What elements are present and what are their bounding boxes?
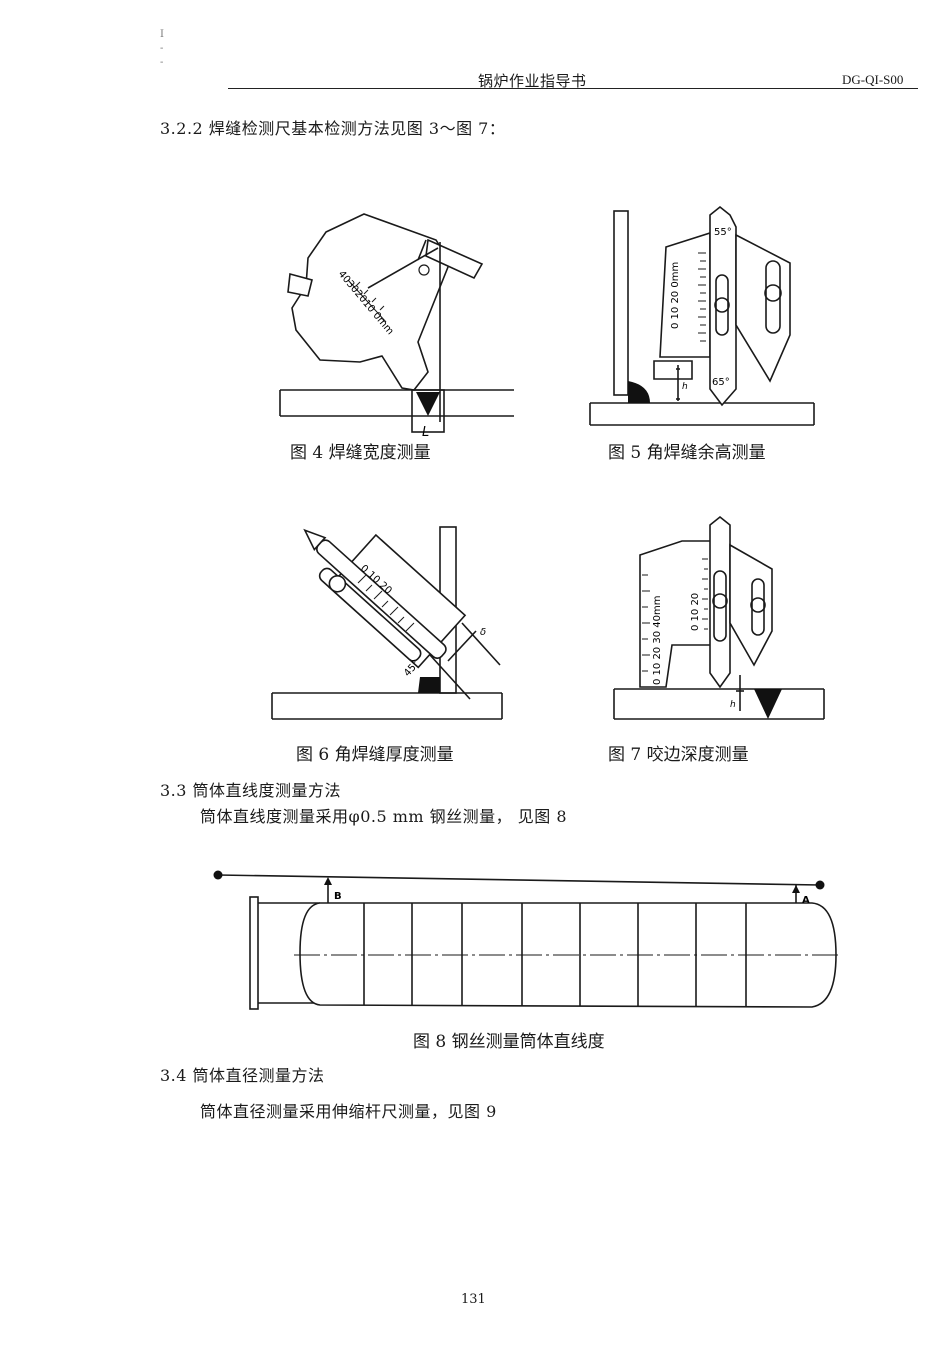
- section-3-2-2-text: 3.2.2 焊缝检测尺基本检测方法见图 3～图 7：: [160, 119, 506, 138]
- figure-8-label-B: B: [334, 891, 342, 902]
- figure-5-scale-text: 0 10 20 0mm: [670, 262, 681, 329]
- figure-7-caption: 图 7 咬边深度测量: [608, 745, 749, 765]
- figure-7-label-h: h: [730, 700, 736, 710]
- figure-6-label-delta: δ: [480, 627, 486, 638]
- figure-7-scale-text: 0 10 20 30 40mm: [652, 596, 663, 685]
- figure-5-angle-bottom: 65°: [712, 377, 730, 388]
- figure-5-label-h: h: [682, 382, 688, 392]
- section-3-4-body: 筒体直径测量采用伸缩杆尺测量，见图 9: [200, 1102, 497, 1121]
- page-number: 131: [461, 1292, 486, 1307]
- header-document-code: DG-QI-S00: [842, 72, 904, 87]
- figure-8-drawing: B A: [213, 870, 838, 1010]
- header-rule: [228, 88, 918, 89]
- figure-6-drawing: 0 10 20 45° δ: [271, 526, 503, 720]
- section-3-3-title: 3.3 筒体直线度测量方法: [160, 781, 342, 800]
- figure-7-scale-text-2: 0 10 20: [690, 593, 701, 631]
- scan-marks: I - -: [160, 29, 164, 68]
- figure-7-drawing: 0 10 20 30 40mm 0 10 20 h: [613, 515, 825, 720]
- figure-4-label-L: L: [422, 425, 429, 440]
- header-title: 锅炉作业指导书: [478, 72, 587, 90]
- figure-8-caption: 图 8 钢丝测量筒体直线度: [413, 1032, 605, 1052]
- figure-5-drawing: 0 10 20 0mm 55° 65° h: [589, 205, 815, 426]
- figure-5-angle-top: 55°: [714, 227, 732, 238]
- figure-4-drawing: 40302010 0mm L: [279, 213, 514, 440]
- section-3-3-body: 筒体直线度测量采用φ0.5 mm 钢丝测量， 见图 8: [200, 807, 568, 826]
- figure-5-caption: 图 5 角焊缝余高测量: [608, 443, 766, 463]
- figure-8-label-A: A: [802, 895, 810, 906]
- figure-6-caption: 图 6 角焊缝厚度测量: [296, 745, 454, 765]
- section-3-4-title: 3.4 筒体直径测量方法: [160, 1066, 325, 1085]
- figure-4-caption: 图 4 焊缝宽度测量: [290, 443, 431, 463]
